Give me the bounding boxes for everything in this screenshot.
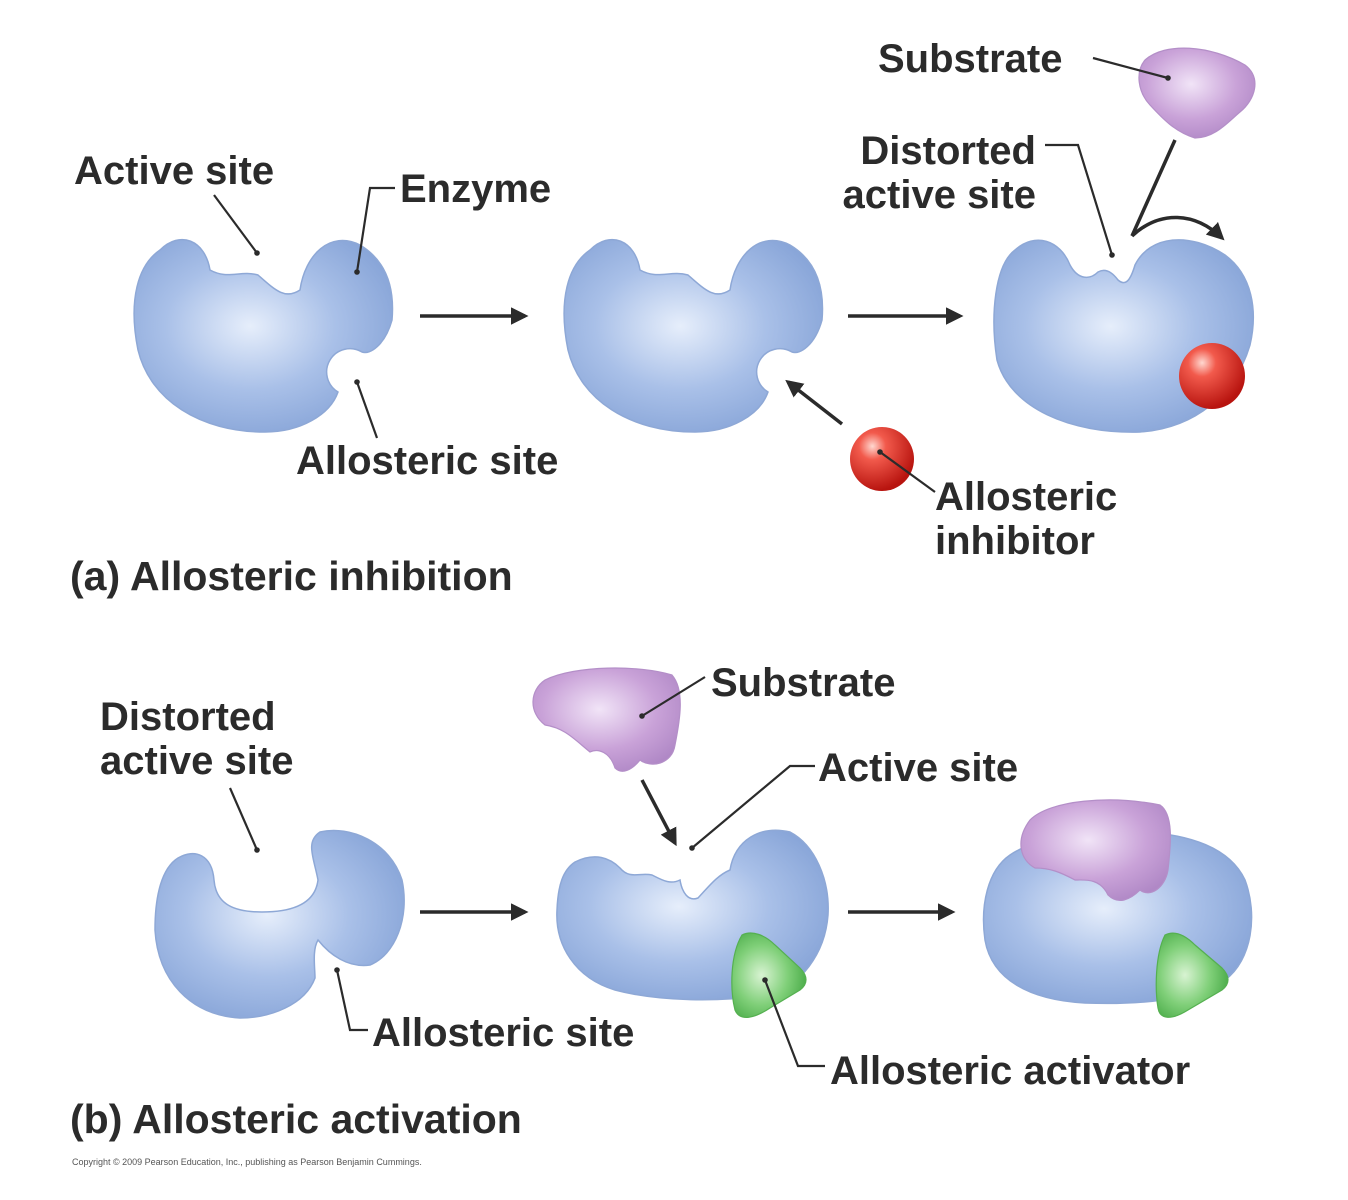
leader-activator — [763, 979, 825, 1068]
leader-substrate-b — [641, 676, 706, 717]
label-activator: Allosteric activator — [830, 1049, 1190, 1093]
leader-distorted-a — [1045, 143, 1114, 256]
label-active-site-b: Active site — [818, 746, 1018, 790]
dot-inhibitor — [877, 449, 883, 455]
leader-allosteric-site-a — [355, 381, 379, 439]
leader-active-site-a — [213, 194, 258, 254]
inhibitor-arrow — [785, 379, 844, 426]
leader-substrate-a — [1092, 56, 1169, 80]
panel-a: Active site Enzyme Allosteric site Subst… — [70, 37, 1256, 599]
leader-distorted-b — [228, 787, 259, 851]
substrate-blocked-line — [1130, 139, 1177, 237]
dot-distorted-a — [1109, 252, 1115, 258]
substrate-deflect-arrow — [1130, 215, 1225, 241]
substrate-bound — [1020, 799, 1172, 902]
label-distorted-a-1: Distorted — [860, 129, 1036, 173]
leader-active-site-b — [691, 764, 815, 849]
dot-allosteric-site-a — [354, 379, 360, 385]
dot-activator — [762, 977, 768, 983]
enzyme-a2 — [563, 239, 824, 433]
label-distorted-a-2: active site — [843, 173, 1036, 217]
dot-active-site-a — [254, 250, 260, 256]
dot-substrate-a — [1165, 75, 1171, 81]
dot-substrate-b — [639, 713, 645, 719]
leader-inhibitor — [879, 451, 936, 493]
enzyme-a1 — [133, 239, 394, 433]
substrate-a — [1138, 47, 1256, 139]
copyright-notice: Copyright © 2009 Pearson Education, Inc.… — [72, 1157, 422, 1167]
label-substrate-b: Substrate — [711, 661, 896, 705]
allosteric-activator-bound — [1155, 932, 1229, 1018]
allosteric-activator — [731, 932, 807, 1018]
label-allosteric-site-b: Allosteric site — [372, 1011, 634, 1055]
dot-active-site-b — [689, 845, 695, 851]
label-active-site-a: Active site — [74, 149, 274, 193]
leader-enzyme — [355, 186, 395, 273]
allosteric-inhibitor-bound — [1179, 343, 1245, 409]
substrate-approach-arrow — [640, 779, 677, 847]
label-inhibitor-2: inhibitor — [935, 519, 1095, 563]
dot-allosteric-site-b — [334, 967, 340, 973]
dot-enzyme — [354, 269, 360, 275]
enzyme-b1 — [154, 829, 405, 1019]
label-enzyme: Enzyme — [400, 167, 551, 211]
label-inhibitor-1: Allosteric — [935, 475, 1117, 519]
panel-b: Distorted active site Substrate Active s… — [70, 661, 1253, 1142]
leader-allosteric-site-b — [335, 969, 368, 1032]
label-allosteric-site-a: Allosteric site — [296, 439, 558, 483]
caption-b: (b) Allosteric activation — [70, 1096, 522, 1142]
label-distorted-b-1: Distorted — [100, 695, 276, 739]
label-substrate-a: Substrate — [878, 37, 1063, 81]
caption-a: (a) Allosteric inhibition — [70, 553, 513, 599]
allosteric-inhibitor — [850, 427, 914, 491]
label-distorted-b-2: active site — [100, 739, 293, 783]
dot-distorted-b — [254, 847, 260, 853]
substrate-b — [532, 667, 681, 772]
